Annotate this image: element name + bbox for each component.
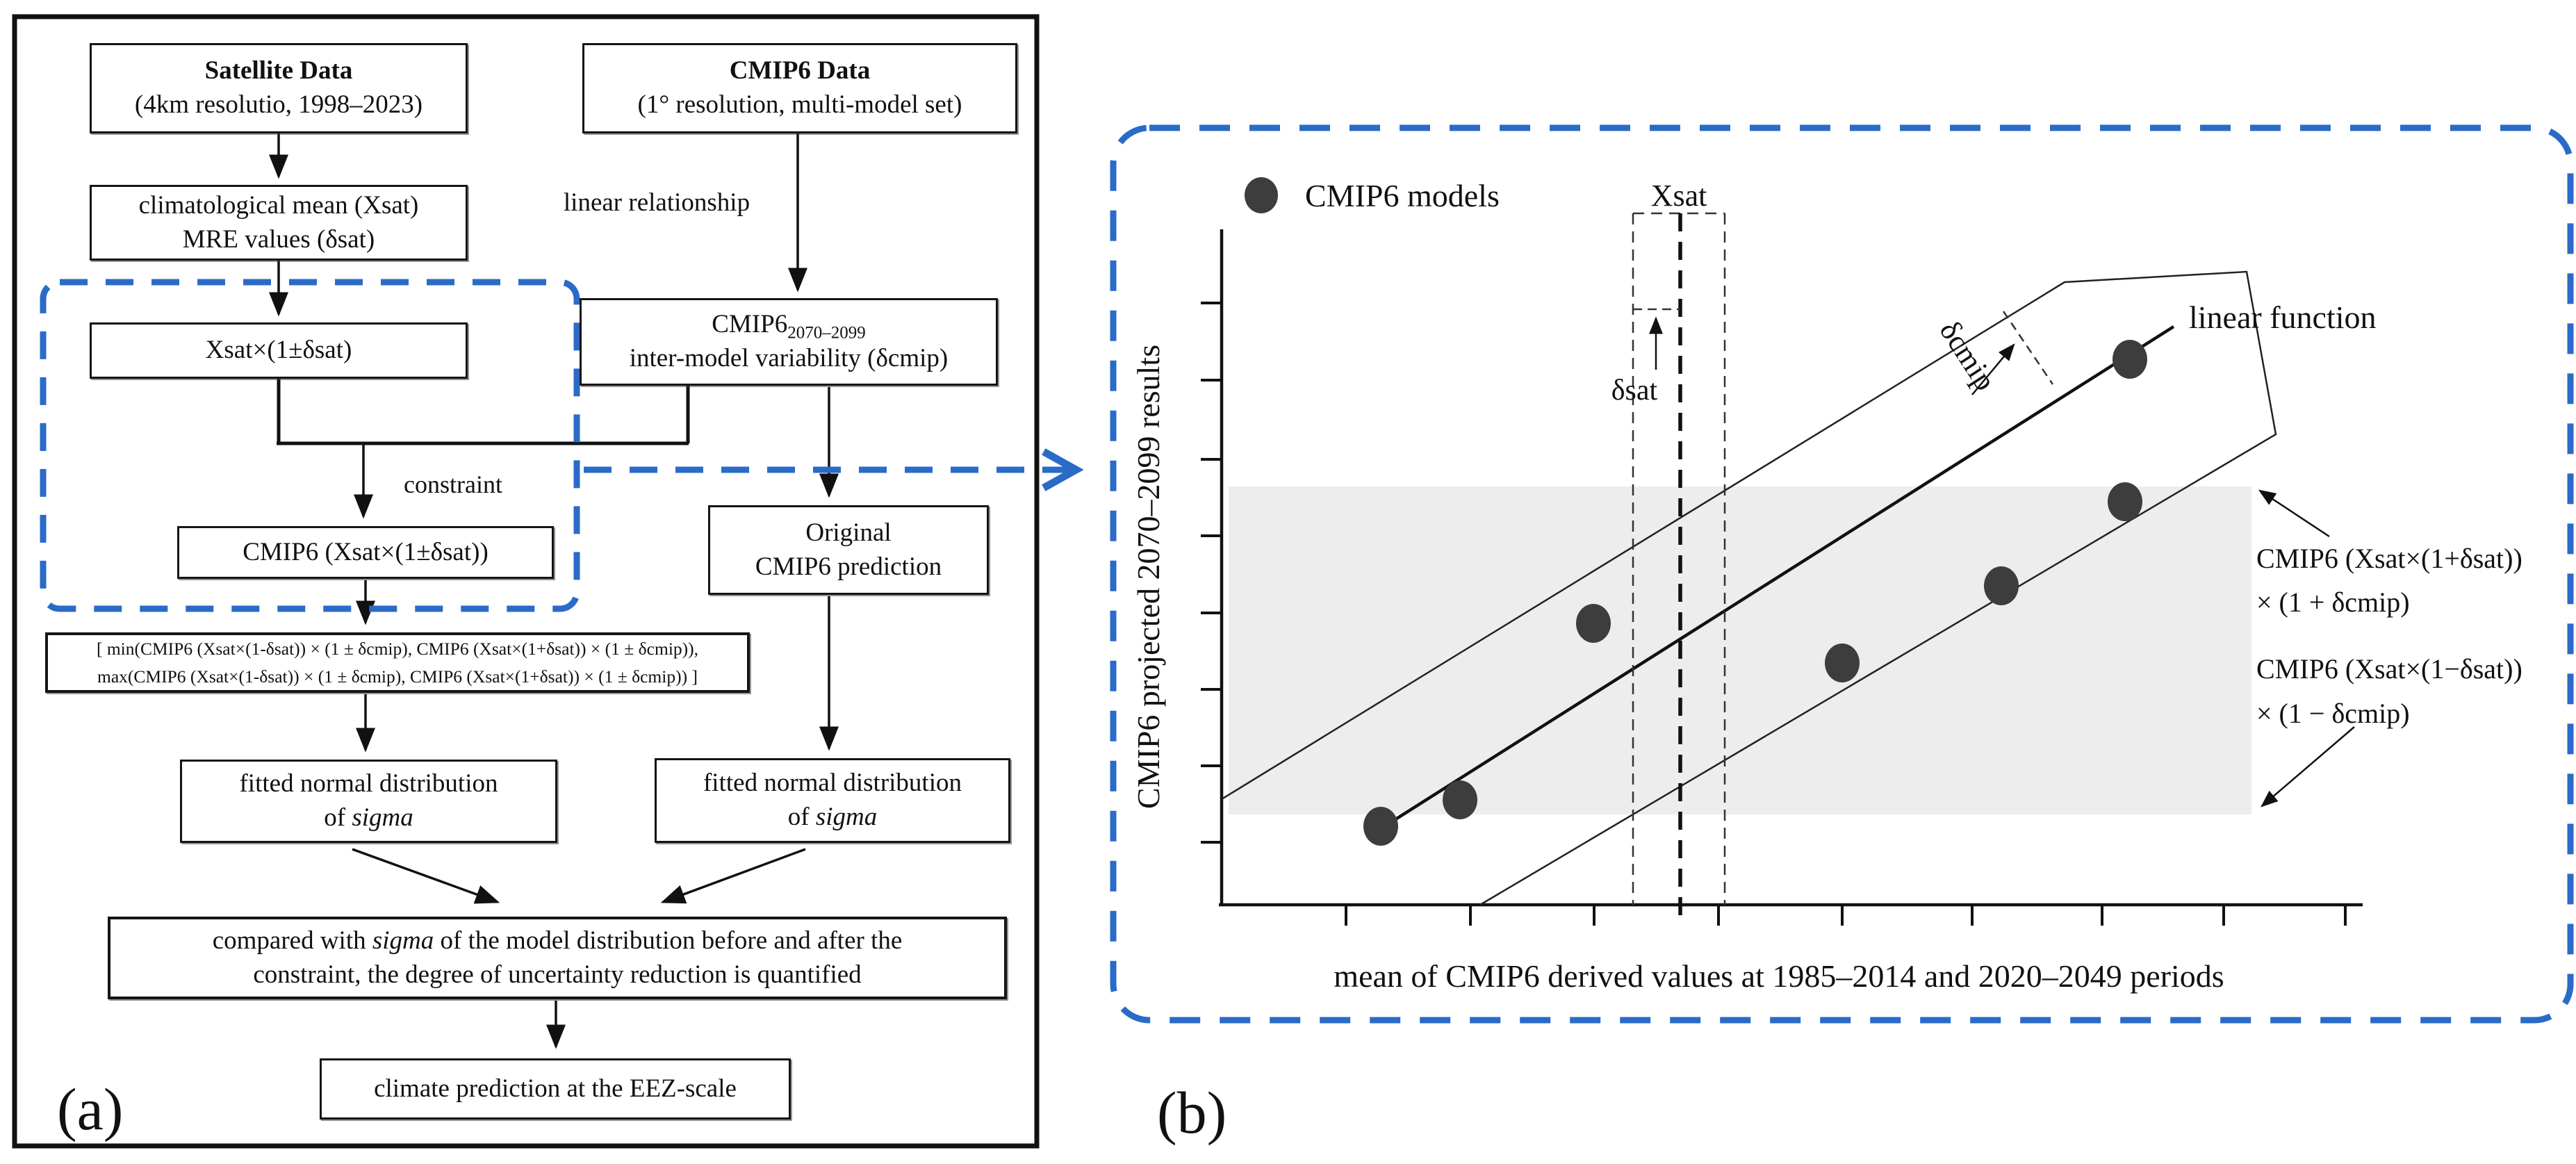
- linear-relationship-label: linear relationship: [563, 188, 750, 217]
- minmax-formula-box: [ min(CMIP6 (Xsat×(1-δsat)) × (1 ± δcmip…: [45, 632, 750, 693]
- fitted-distribution-left-box: fitted normal distribution of sigma: [180, 760, 557, 843]
- intermodel-main: CMIP6: [712, 310, 788, 339]
- constrained-range-shaded-band: [1229, 486, 2251, 814]
- upper-annotation-line2: × (1 + δcmip): [2256, 587, 2410, 618]
- lower-annotation-line2: × (1 − δcmip): [2256, 698, 2410, 729]
- xsat-range-text: Xsat×(1±δsat): [205, 336, 352, 365]
- cmip6-data-title: CMIP6 Data: [729, 56, 871, 85]
- fitted-distribution-right-box: fitted normal distribution of sigma: [655, 758, 1010, 843]
- lower-annotation-line1: CMIP6 (Xsat×(1−δsat)): [2256, 653, 2522, 685]
- fitted-left-line2-pre: of: [324, 803, 352, 832]
- panel-a-label: (a): [57, 1076, 123, 1142]
- constrained-cmip6-box: CMIP6 (Xsat×(1±δsat)): [177, 526, 554, 579]
- formula-line1: [ min(CMIP6 (Xsat×(1-δsat)) × (1 ± δcmip…: [96, 638, 699, 659]
- fitted-left-sigma: sigma: [352, 803, 413, 832]
- legend-dot-icon: [1245, 177, 1278, 213]
- arrow-fitted-left-to-compared: [352, 848, 500, 904]
- constrained-cmip6-text: CMIP6 (Xsat×(1±δsat)): [243, 537, 489, 566]
- dcmip-offset-dashed-mark: [2002, 311, 2054, 385]
- fitted-right-sigma: sigma: [815, 803, 878, 831]
- constraint-region-dashed-box: [40, 279, 580, 612]
- climate-prediction-text: climate prediction at the EEZ-scale: [374, 1074, 737, 1103]
- fitted-right-line2: of sigma: [788, 801, 877, 835]
- cmip6-model-point: [1825, 644, 1860, 682]
- upper-annotation-line1: CMIP6 (Xsat×(1+δsat)): [2256, 543, 2522, 574]
- x-axis-label: mean of CMIP6 derived values at 1985–201…: [1334, 958, 2224, 994]
- panel-a-border: [12, 14, 1040, 1149]
- climatological-line2: MRE values (δsat): [182, 224, 375, 254]
- fitted-right-line1: fitted normal distribution: [703, 769, 962, 798]
- comparison-line1-pre: compared with: [212, 926, 372, 955]
- linear-function-label: linear function: [2189, 300, 2377, 335]
- climatological-line1: climatological mean (Xsat): [138, 190, 419, 220]
- cmip6-model-point: [1363, 807, 1398, 846]
- cmip6-model-points: [1363, 340, 2147, 846]
- dsat-label: δsat: [1611, 375, 1658, 407]
- climatological-mean-box: climatological mean (Xsat) MRE values (δ…: [90, 185, 468, 261]
- satellite-data-title: Satellite Data: [204, 56, 353, 85]
- original-prediction-box: Original CMIP6 prediction: [708, 505, 989, 595]
- y-axis-label: CMIP6 projected 2070–2099 results: [1131, 345, 1166, 809]
- constraint-label: constraint: [404, 470, 502, 498]
- merge-connector-lines: [277, 379, 690, 445]
- satellite-data-box: Satellite Data (4km resolutio, 1998–2023…: [90, 43, 468, 133]
- comparison-box: compared with sigma of the model distrib…: [108, 917, 1007, 999]
- fitted-left-line2: of sigma: [324, 801, 413, 835]
- cmip6-model-point: [1984, 566, 2019, 605]
- upper-annotation-arrow: [2258, 489, 2330, 538]
- comparison-line1-post: of the model distribution before and aft…: [434, 926, 903, 955]
- fitted-left-line1: fitted normal distribution: [239, 769, 498, 798]
- original-line1: Original: [805, 518, 892, 547]
- satellite-data-subtitle: (4km resolutio, 1998–2023): [134, 90, 423, 119]
- cmip6-data-box: CMIP6 Data (1° resolution, multi-model s…: [582, 43, 1017, 133]
- panel-b-label: (b): [1157, 1079, 1227, 1146]
- cmip6-model-point: [2113, 340, 2147, 379]
- linear-fit-line: [1371, 325, 2175, 835]
- cmip6-data-subtitle: (1° resolution, multi-model set): [637, 90, 962, 119]
- legend-label: CMIP6 models: [1305, 178, 1500, 213]
- cmip6-model-point: [1576, 604, 1611, 643]
- panel-b-dashed-border: [1110, 124, 2574, 1024]
- original-line2: CMIP6 prediction: [755, 552, 942, 581]
- comparison-sigma: sigma: [372, 926, 434, 955]
- comparison-line2: constraint, the degree of uncertainty re…: [253, 960, 862, 989]
- lower-annotation-arrow: [2261, 726, 2355, 808]
- arrow-fitted-right-to-compared: [660, 848, 806, 904]
- x-axis-ticks: [1345, 905, 2347, 926]
- cmip6-model-point: [2108, 482, 2142, 521]
- climate-prediction-box: climate prediction at the EEZ-scale: [320, 1058, 791, 1120]
- y-axis-ticks: [1201, 302, 1222, 844]
- intermodel-line2: inter-model variability (δcmip): [629, 344, 949, 372]
- comparison-line1: compared with sigma of the model distrib…: [213, 924, 903, 958]
- xsat-label: Xsat: [1651, 179, 1707, 213]
- intermodel-subscript: 2070–2099: [787, 323, 866, 343]
- cmip6-model-point: [1443, 780, 1477, 819]
- xsat-range-box: Xsat×(1±δsat): [90, 322, 468, 379]
- formula-line2: max(CMIP6 (Xsat×(1-δsat)) × (1 ± δcmip),…: [97, 666, 698, 687]
- intermodel-variability-box: CMIP62070–2099 inter-model variability (…: [580, 298, 998, 386]
- fitted-right-line2-pre: of: [787, 803, 816, 831]
- dcmip-arrow: [1971, 343, 2015, 395]
- intermodel-line1: CMIP62070–2099: [712, 308, 865, 342]
- plot-axes: [1219, 229, 2363, 907]
